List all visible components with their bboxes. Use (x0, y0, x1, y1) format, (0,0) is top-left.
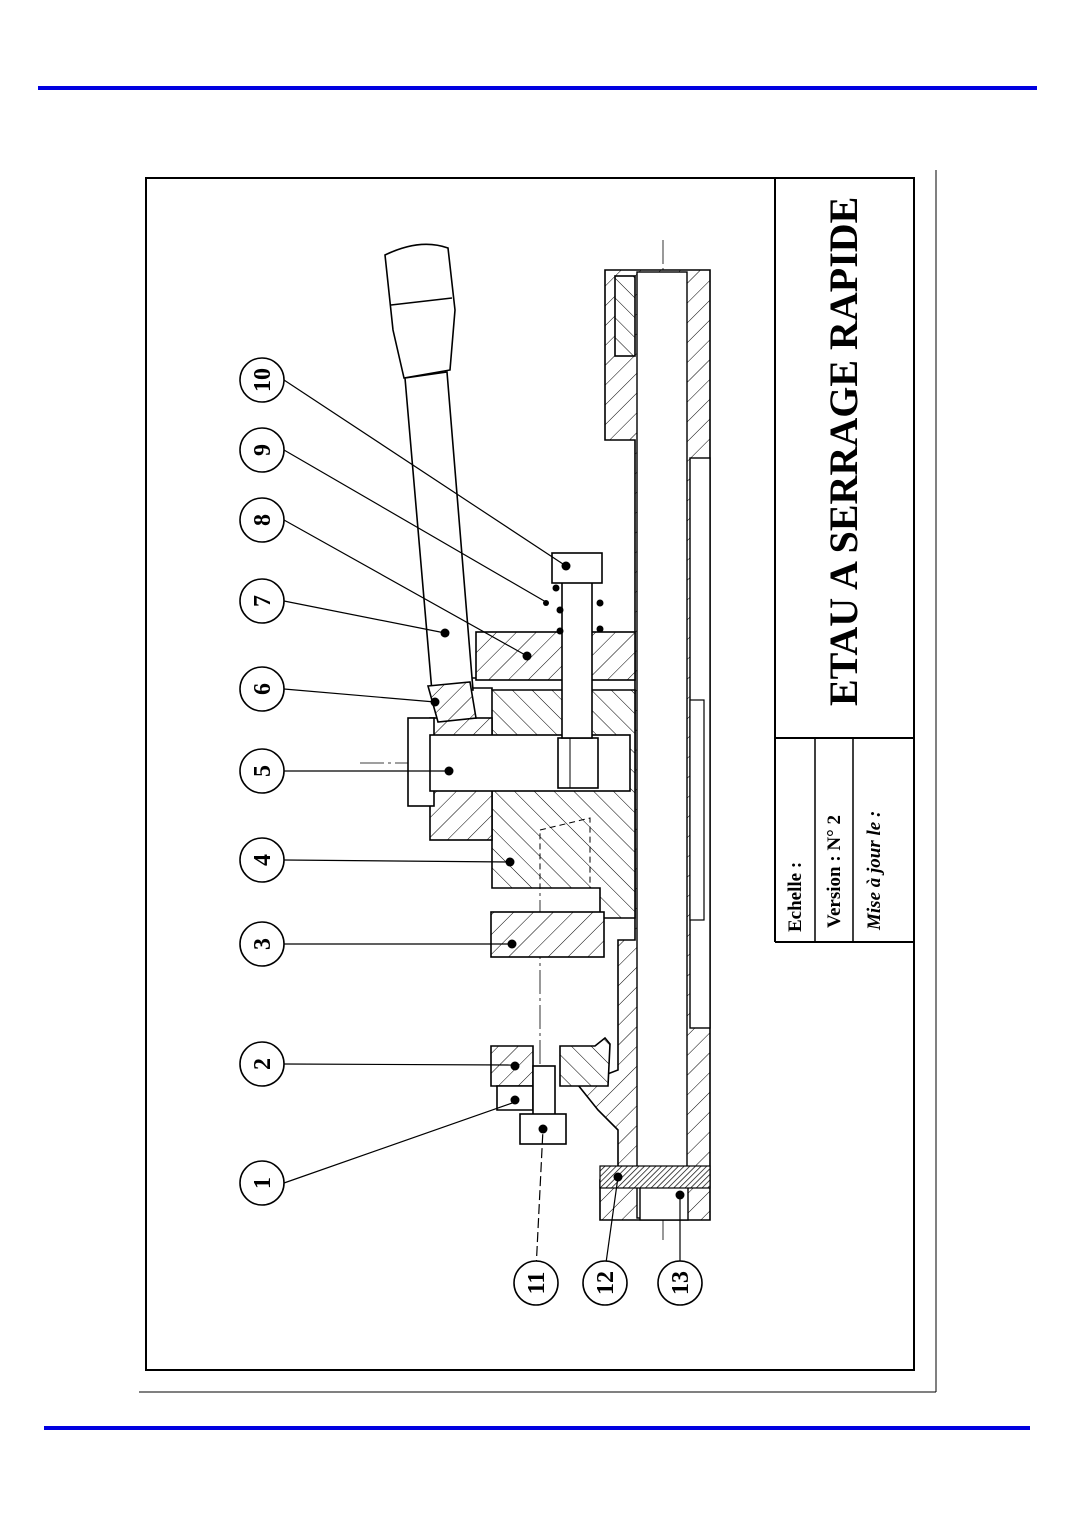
balloon-11: 11 (524, 1272, 550, 1295)
balloon-7: 7 (250, 595, 276, 607)
balloon-3: 3 (250, 938, 276, 950)
balloon-2: 2 (250, 1058, 276, 1070)
leader-dots (430, 561, 685, 1200)
bottom-rule (44, 1426, 1030, 1430)
balloon-4: 4 (250, 854, 276, 866)
balloon-13: 13 (668, 1271, 694, 1295)
fixed-jaw (490, 1036, 611, 1145)
balloon-8: 8 (250, 514, 276, 526)
top-rule (38, 86, 1037, 90)
balloon-10: 10 (250, 368, 276, 392)
title-block (774, 178, 914, 943)
return-rod (551, 552, 604, 739)
echelle-label: Echelle : (785, 862, 806, 932)
balloon-6: 6 (250, 683, 276, 695)
base-body (568, 269, 711, 1221)
balloon-9: 9 (250, 444, 276, 456)
part-balloons (283, 379, 681, 1271)
balloon-12: 12 (593, 1271, 619, 1295)
mobile-jaw (469, 677, 636, 919)
mise-a-jour-label: Mise à jour le : (864, 811, 885, 931)
drawing-frame (139, 170, 937, 1393)
jaw-insert (490, 911, 605, 958)
balloon-circles (239, 357, 703, 1306)
version-label: Version : N° 2 (824, 815, 845, 928)
balloon-5: 5 (250, 765, 276, 777)
lever-handle (384, 243, 477, 723)
part-8-block (475, 631, 636, 681)
drawing-title: ETAU A SERRAGE RAPIDE (821, 197, 866, 706)
balloon-numbers: 1 2 3 4 5 6 7 8 9 10 11 12 13 (250, 368, 694, 1295)
balloon-1: 1 (250, 1177, 276, 1189)
